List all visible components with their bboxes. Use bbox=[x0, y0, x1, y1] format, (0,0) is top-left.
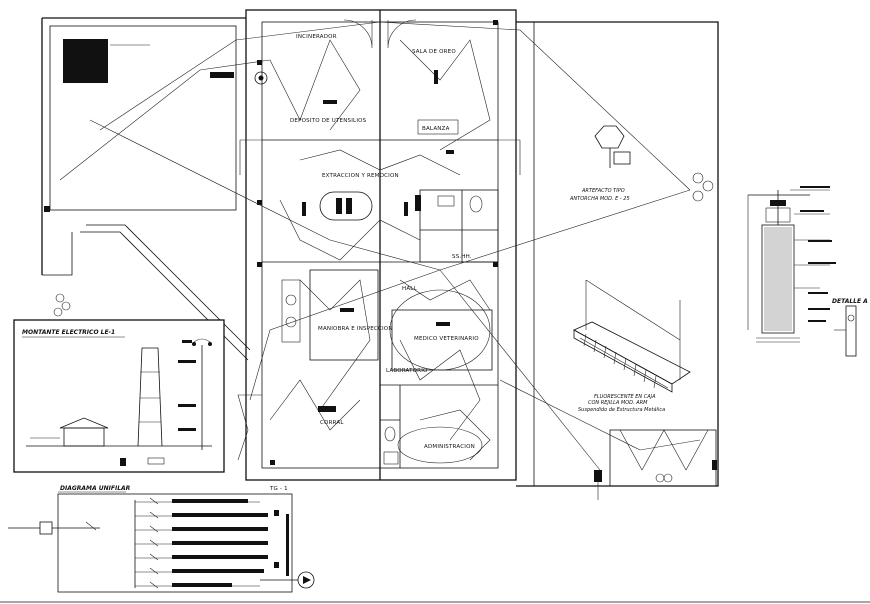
circuit-breakers bbox=[149, 497, 159, 589]
site-map-block bbox=[63, 39, 108, 83]
label-medico: MEDICO VETERINARIO bbox=[414, 336, 479, 342]
left-yard bbox=[41, 17, 251, 361]
circuit-lines bbox=[135, 499, 268, 587]
label-laboratorio: LABORATORIO bbox=[386, 368, 428, 374]
label-artefacto-model: ANTORCHA MOD. E - 25 bbox=[569, 196, 630, 202]
diagrama-unifilar: DIAGRAMA UNIFILAR TG - 1 bbox=[8, 485, 315, 593]
right-pavilion bbox=[516, 21, 719, 500]
label-fluorescente-sub2: Suspendido de Estructura Metálica bbox=[578, 406, 665, 413]
label-maniobra: MANIOBRA E INSPECCION bbox=[318, 326, 393, 332]
label-fluorescente: FLUORESCENTE EN CAJA bbox=[594, 394, 656, 400]
label-artefacto: ARTEFACTO TIPO bbox=[581, 188, 625, 194]
label-corral: CORRAL bbox=[320, 420, 344, 426]
detail-a-title: DETALLE A bbox=[832, 298, 868, 305]
fluorescent-fixture-icon bbox=[573, 279, 691, 393]
label-incinerador: INCINERADOR bbox=[296, 34, 337, 40]
board-label: TG - 1 bbox=[269, 486, 288, 492]
fixture-symbols bbox=[254, 70, 454, 412]
label-deposito: DEPOSITO DE UTENSILIOS bbox=[290, 118, 367, 124]
montante-inset: MONTANTE ELECTRICO LE-1 bbox=[13, 319, 225, 473]
diagrama-title: DIAGRAMA UNIFILAR bbox=[60, 485, 131, 492]
wiring bbox=[59, 21, 701, 471]
label-fluorescente-sub: CON REJILLA MOD. ARM bbox=[588, 400, 648, 406]
label-extraccion: EXTRACCION Y REMOCION bbox=[322, 173, 399, 179]
label-hall: HALL bbox=[402, 286, 418, 292]
antorcha-lamp-icon bbox=[594, 125, 625, 149]
room-labels: INCINERADOR SALA DE OREO DEPOSITO DE UTE… bbox=[290, 34, 665, 450]
detail-a: DETALLE A bbox=[747, 186, 868, 357]
label-balanza: BALANZA bbox=[422, 126, 450, 132]
montante-title: MONTANTE ELECTRICO LE-1 bbox=[22, 329, 115, 336]
label-administracion: ADMINISTRACION bbox=[424, 444, 475, 450]
label-sala-oreo: SALA DE OREO bbox=[412, 49, 456, 55]
label-sshh: SS.HH. bbox=[452, 254, 472, 260]
